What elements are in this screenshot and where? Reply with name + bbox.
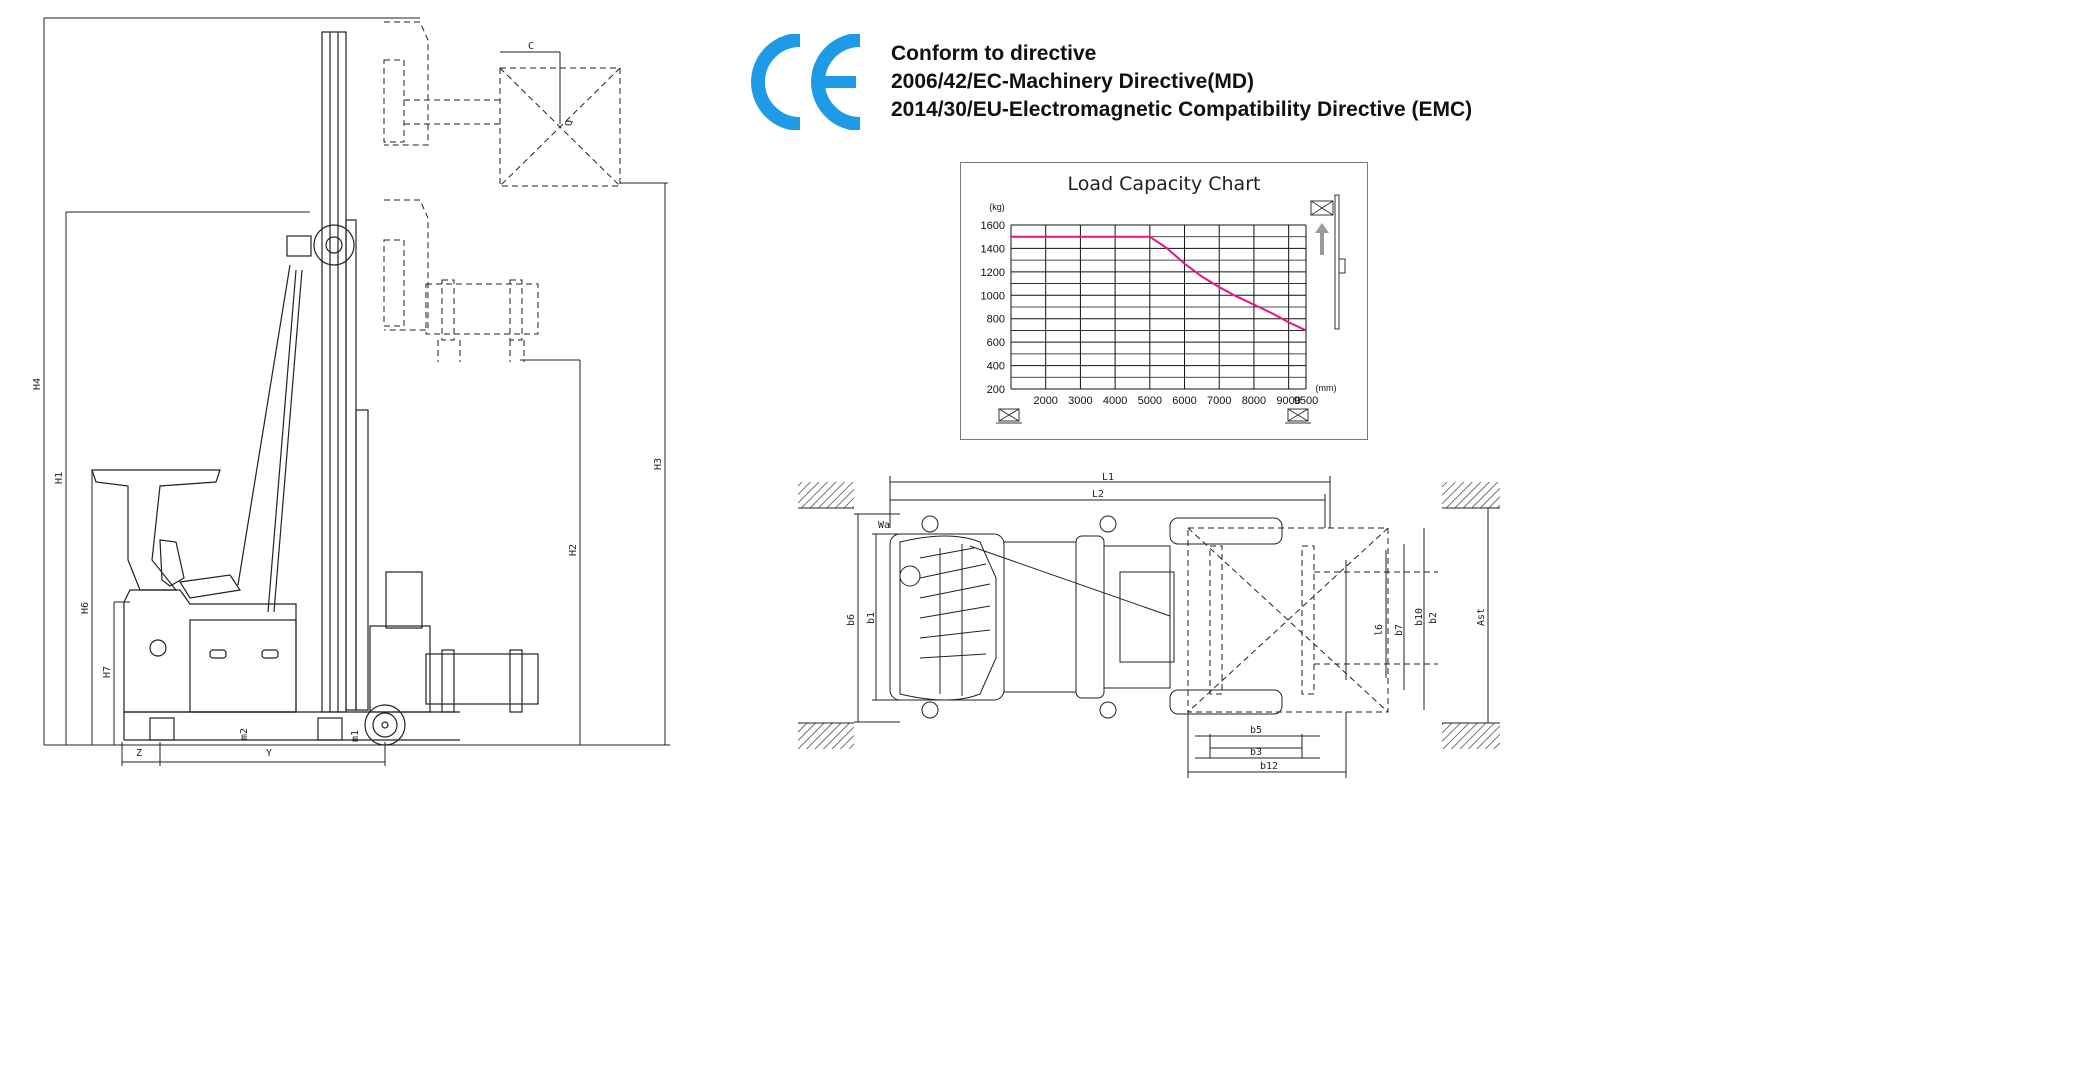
label-b2: b2 xyxy=(1428,612,1439,624)
label-ast: Ast xyxy=(1476,608,1487,626)
pallet-high-icon xyxy=(1287,408,1309,422)
label-b1: b1 xyxy=(866,612,877,624)
lift-arrow-icon xyxy=(1315,223,1329,255)
capacity-curve xyxy=(1011,235,1307,332)
label-b10: b10 xyxy=(1414,608,1425,626)
label-b6: b6 xyxy=(846,614,857,626)
label-h6: H6 xyxy=(80,602,91,614)
chart-plot: 200 400 600 800 1000 1200 1400 1600 2000 3000 4000… xyxy=(981,194,1346,424)
x-tick-label: 2000 xyxy=(1033,395,1057,407)
mast-load-icon xyxy=(1310,200,1334,216)
label-b7: b7 xyxy=(1394,624,1405,636)
label-b3: b3 xyxy=(1250,747,1262,758)
mast-carriage-icon xyxy=(1338,258,1346,274)
label-h3: H3 xyxy=(653,458,664,470)
label-h7: H7 xyxy=(102,666,113,678)
side-view-drawing: H4 H1 H6 H7 H2 H3 C Q m2 m1 Z Y xyxy=(32,17,670,766)
ce-mark-icon xyxy=(751,34,861,130)
x-tick-label: 8000 xyxy=(1242,395,1266,407)
label-y: Y xyxy=(266,748,272,759)
directive-line-1: Conform to directive xyxy=(891,42,1097,65)
label-wa: Wa xyxy=(878,520,890,531)
top-view-drawing: L1 L2 Wa b6 b1 l6 b7 b10 b2 Ast b5 b3 b1… xyxy=(798,472,1500,778)
y-tick-label: 1000 xyxy=(981,290,1005,302)
y-tick-label: 600 xyxy=(987,337,1005,349)
chart-title: Load Capacity Chart xyxy=(1067,173,1261,195)
y-unit-label: (kg) xyxy=(989,202,1005,212)
label-h2: H2 xyxy=(568,544,579,556)
label-l6: l6 xyxy=(1374,624,1385,636)
x-tick-label: 4000 xyxy=(1103,395,1127,407)
y-tick-label: 1400 xyxy=(981,243,1005,255)
x-tick-label: 5000 xyxy=(1138,395,1162,407)
x-tick-label: 9500 xyxy=(1294,395,1318,407)
x-tick-label: 3000 xyxy=(1068,395,1092,407)
x-tick-label: 9000 xyxy=(1276,395,1300,407)
y-tick-label: 1200 xyxy=(981,267,1005,279)
label-b5: b5 xyxy=(1250,725,1262,736)
y-tick-label: 400 xyxy=(987,361,1005,373)
label-m2: m2 xyxy=(239,728,250,740)
label-z: Z xyxy=(136,748,142,759)
pallet-high-icon-diag-b xyxy=(1287,408,1309,422)
directive-line-3: 2014/30/EU-Electromagnetic Compatibility… xyxy=(891,98,1473,121)
y-tick-label: 200 xyxy=(987,384,1005,396)
x-unit-label: (mm) xyxy=(1316,383,1337,393)
label-m1: m1 xyxy=(350,730,361,742)
label-h4: H4 xyxy=(32,378,43,390)
x-tick-label: 7000 xyxy=(1207,395,1231,407)
directive-line-2: 2006/42/EC-Machinery Directive(MD) xyxy=(891,70,1254,93)
y-tick-label: 1600 xyxy=(981,220,1005,232)
label-c: C xyxy=(528,41,534,52)
pallet-low-icon xyxy=(998,408,1020,422)
mast-load-diag-b xyxy=(1310,200,1334,216)
x-tick-label: 6000 xyxy=(1172,395,1196,407)
label-l1: L1 xyxy=(1102,472,1114,483)
y-tick-label: 800 xyxy=(987,314,1005,326)
load-capacity-chart: Load Capacity Chart 200 400 600 800 1000 1200… xyxy=(960,162,1368,440)
label-h1: H1 xyxy=(54,472,65,484)
label-l2: L2 xyxy=(1092,489,1104,500)
pallet-low-icon-diag-b xyxy=(998,408,1020,422)
label-b12: b12 xyxy=(1260,761,1278,772)
label-q: Q xyxy=(564,120,575,126)
ce-conformity-block: Conform to directive 2006/42/EC-Machiner… xyxy=(748,34,1508,134)
mast-icon xyxy=(1334,194,1340,330)
